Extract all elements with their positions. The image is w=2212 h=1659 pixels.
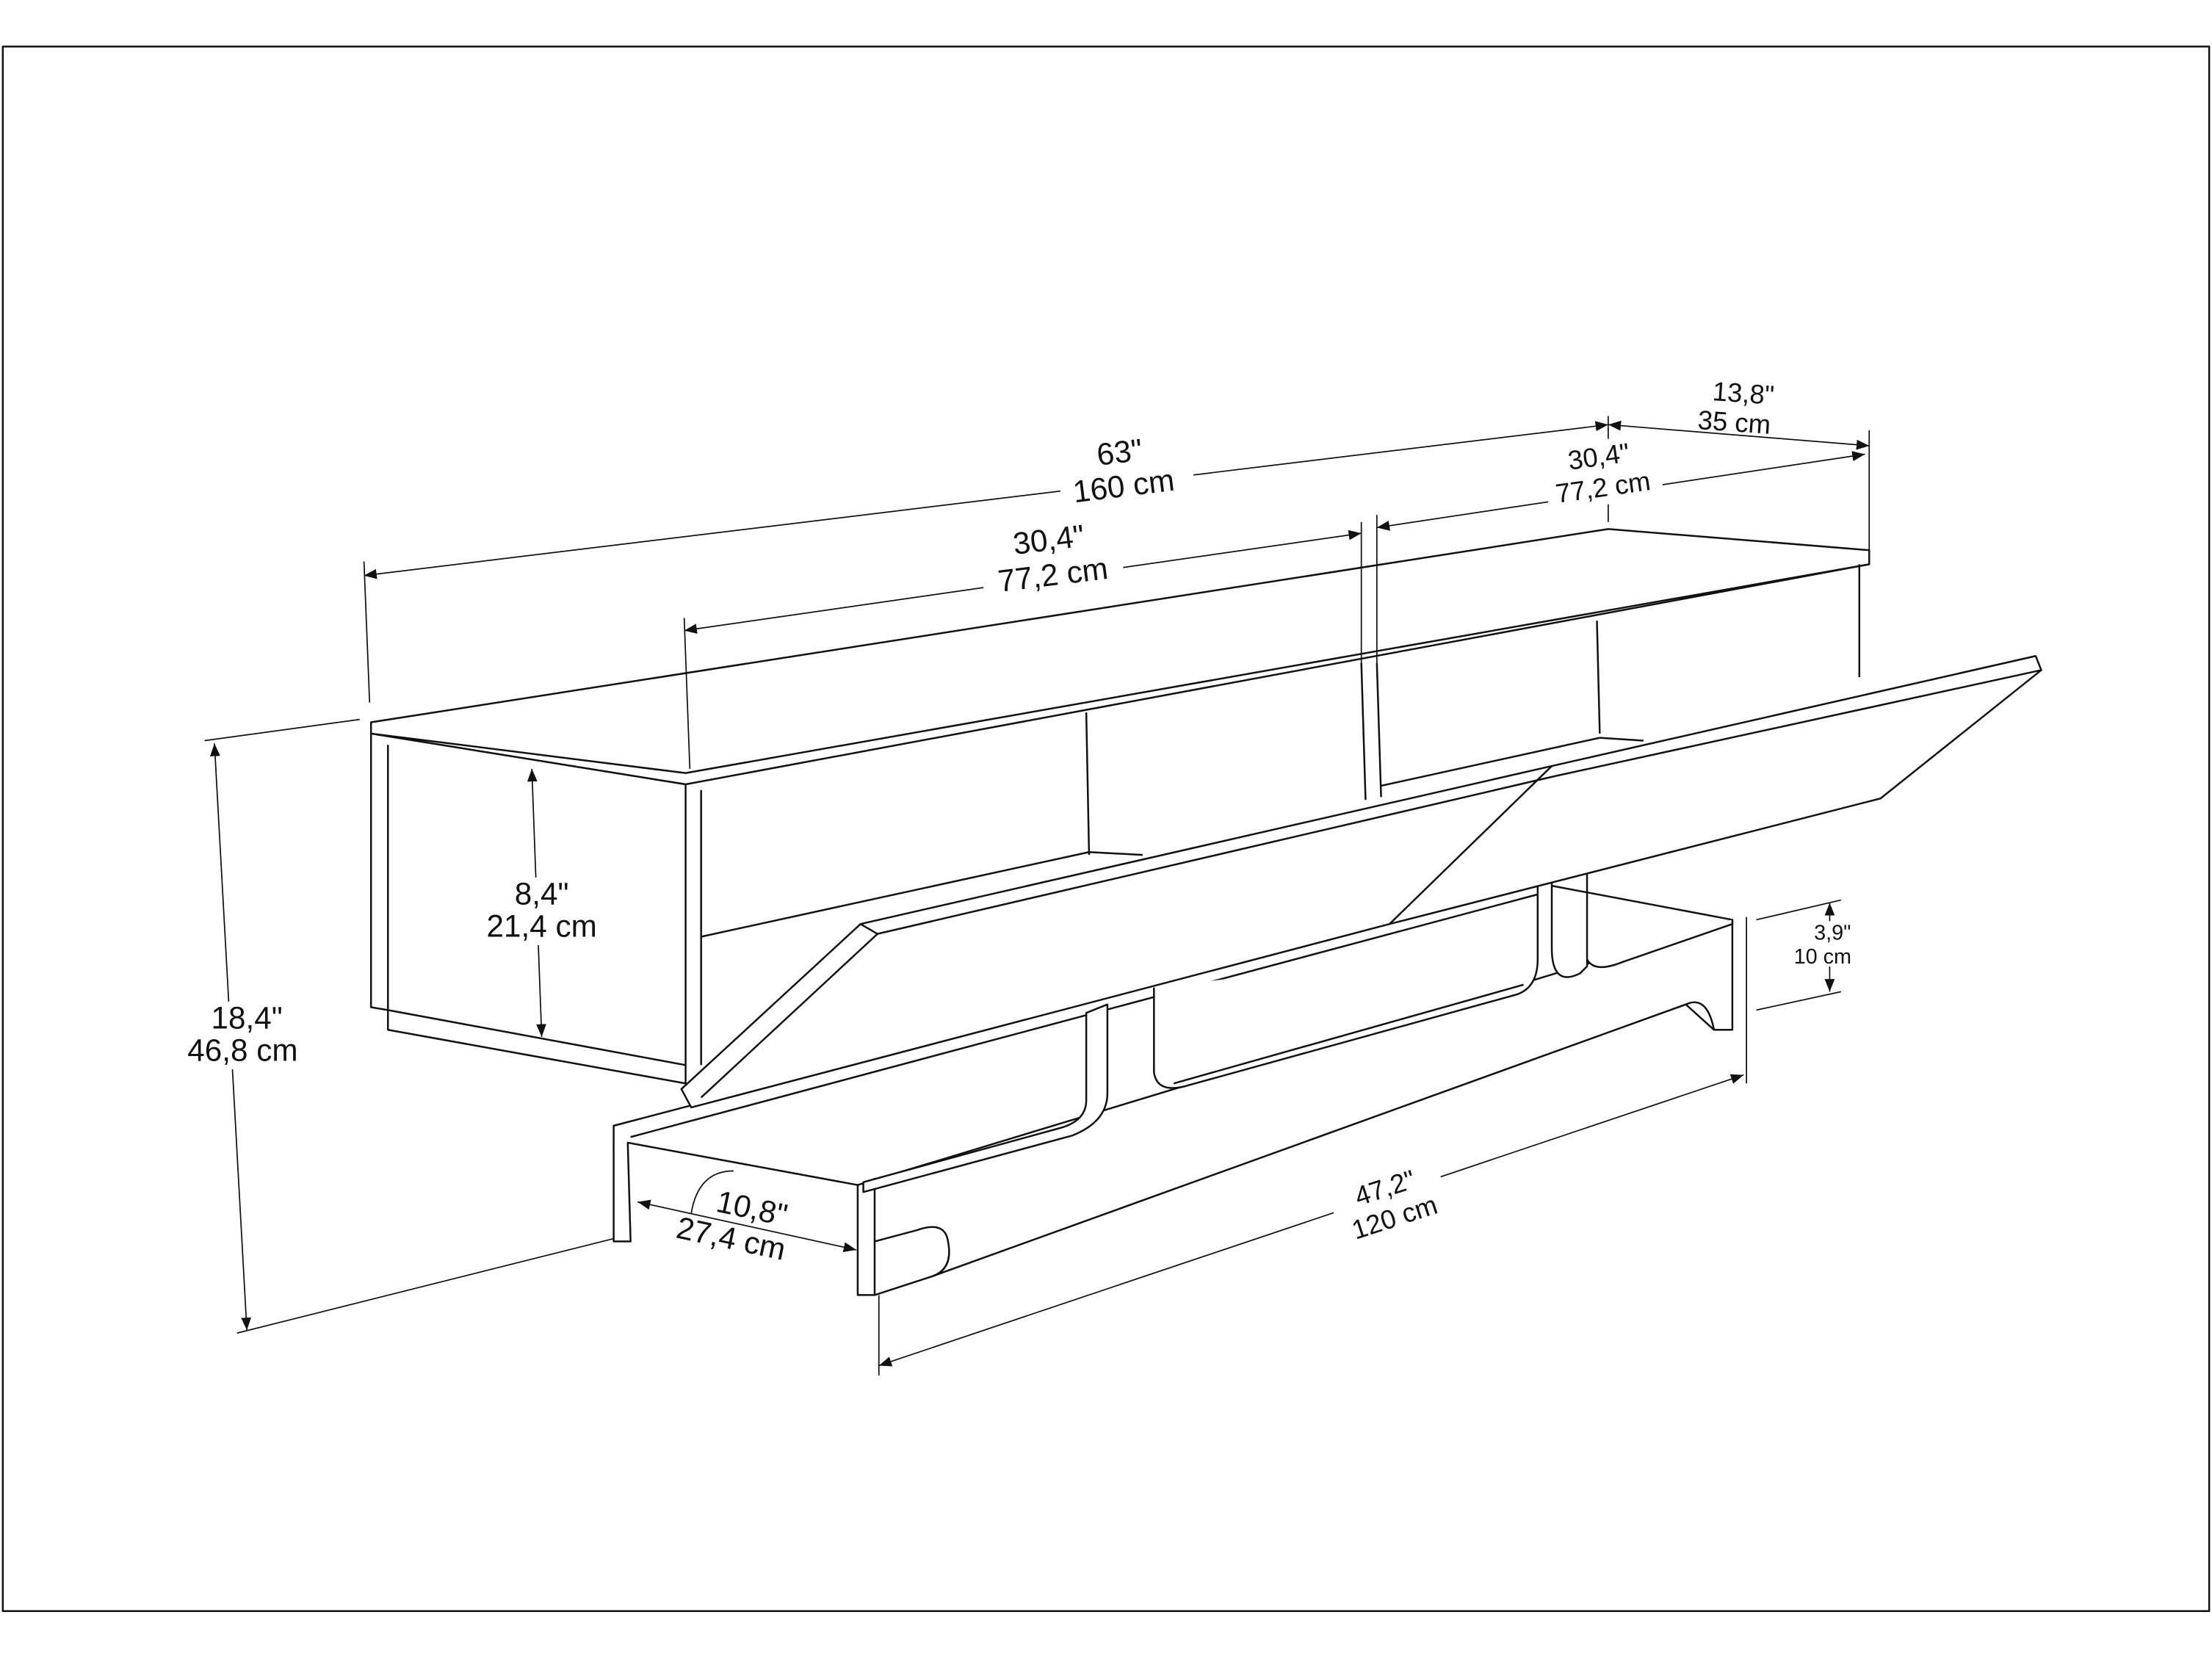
dim-inner-height-cm: 21,4 cm	[486, 908, 596, 943]
dim-total-width-in: 63"	[1095, 433, 1144, 472]
dim-inner-height: 8,4" 21,4 cm	[477, 876, 607, 946]
dim-depth: 13,8" 35 cm	[1696, 376, 1776, 440]
dim-compartment-left-in: 30,4"	[1011, 518, 1086, 561]
dim-inner-height-in: 8,4"	[515, 876, 569, 911]
dim-total-width: 63" 160 cm	[1054, 426, 1196, 513]
dim-total-height: 18,4" 46,8 cm	[176, 1000, 311, 1070]
dim-base-depth: 10,8" 27,4 cm	[673, 1184, 790, 1267]
dim-compartment-right: 30,4" 77,2 cm	[1540, 432, 1665, 513]
dim-total-height-cm: 46,8 cm	[187, 1033, 297, 1068]
dim-depth-cm: 35 cm	[1696, 405, 1771, 440]
frame-border	[1, 46, 2211, 1612]
dim-compartment-left: 30,4" 77,2 cm	[976, 513, 1126, 604]
dim-base-height-in: 3,9"	[1814, 921, 1851, 944]
dim-base-height-cm: 10 cm	[1794, 945, 1851, 969]
dim-base-height: 3,9" 10 cm	[1788, 921, 1862, 969]
dim-total-height-in: 18,4"	[212, 1000, 283, 1035]
dim-depth-in: 13,8"	[1712, 376, 1776, 411]
dim-base-width: 47,2" 120 cm	[1326, 1154, 1454, 1252]
open-flap-doors	[680, 654, 2042, 1109]
